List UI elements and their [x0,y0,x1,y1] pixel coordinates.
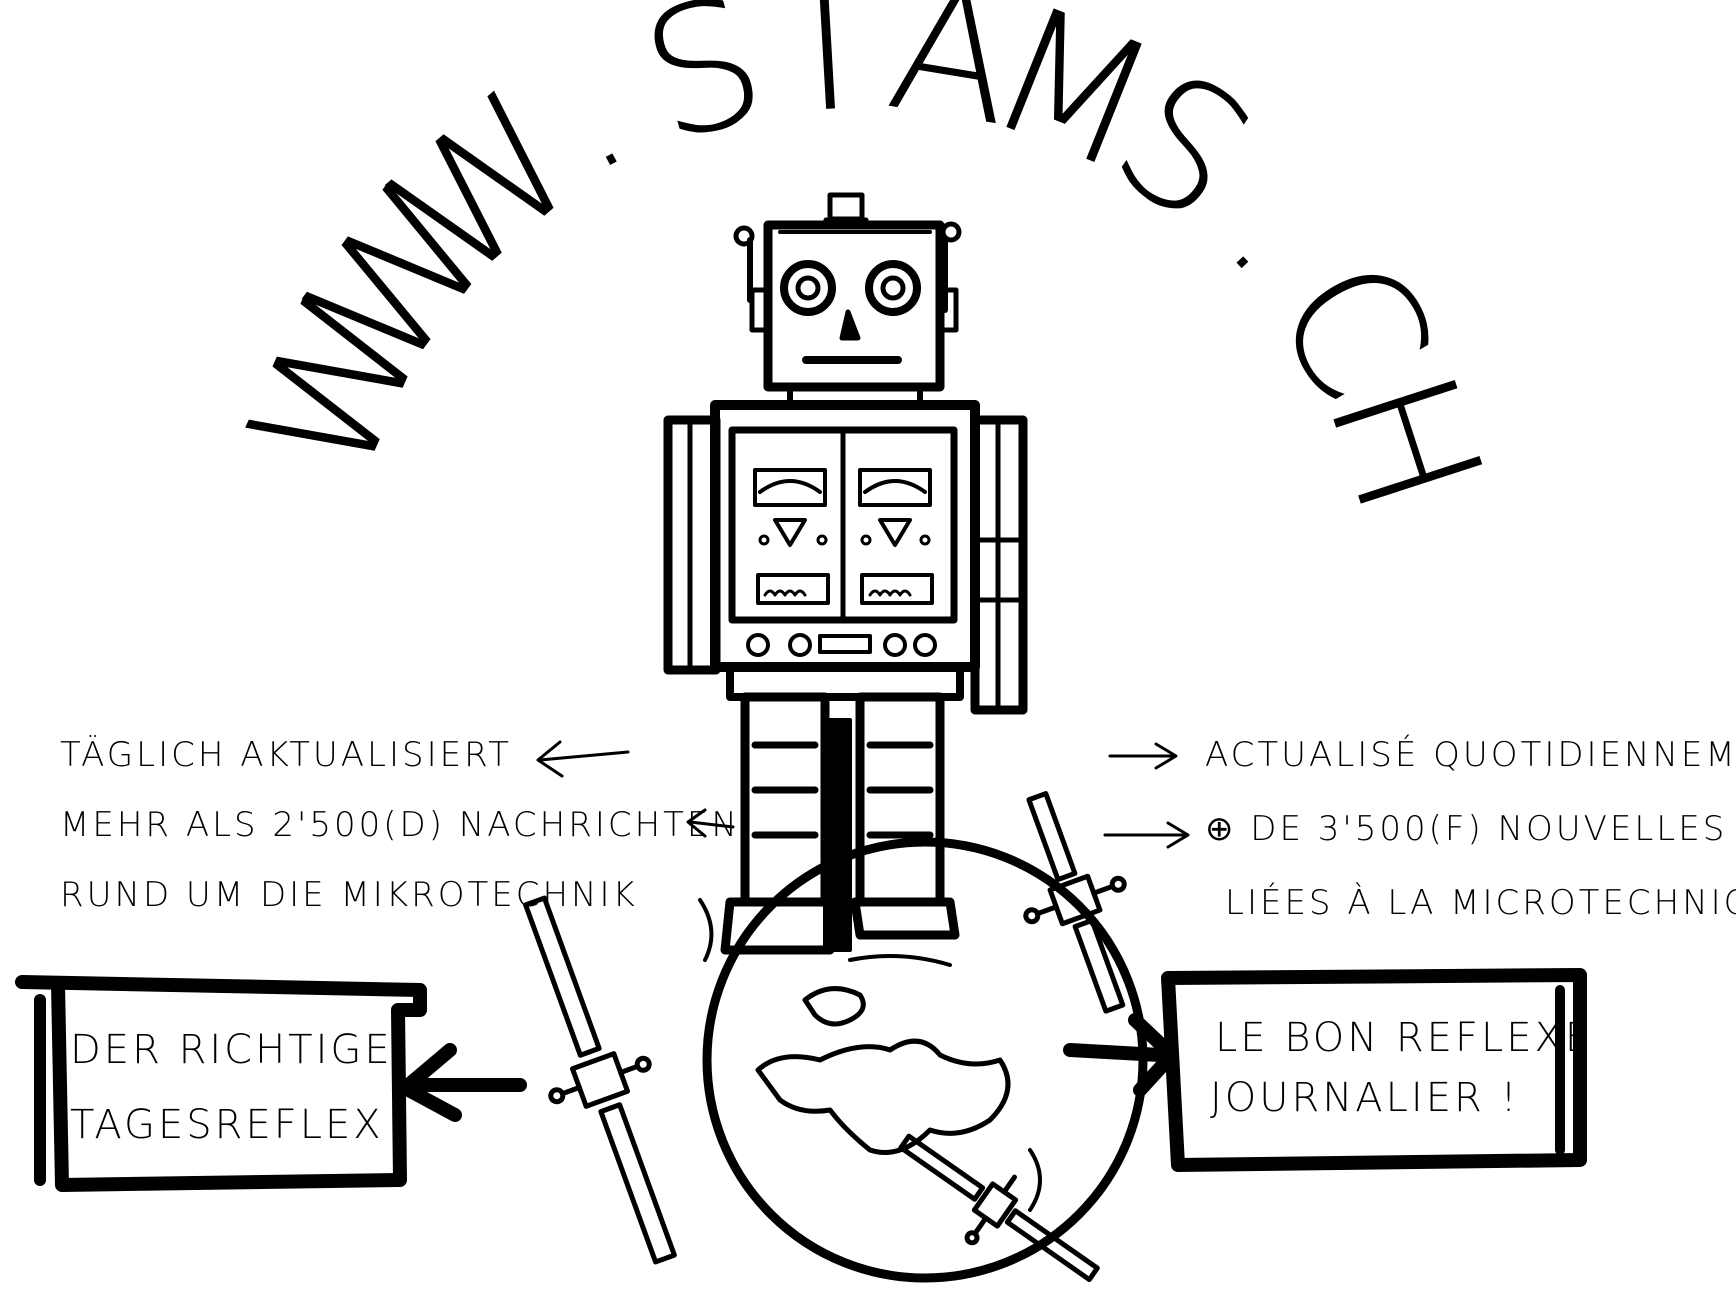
right-note-line3: LIÉES À LA MICROTECHNIQUE [1225,883,1736,923]
arrow-right-icon [1063,1013,1179,1097]
left-note-line3: RUND UM DIE MIKROTECHNIK [60,875,638,915]
left-note-line1: TÄGLICH AKTUALISIERT [60,735,513,775]
left-note-line2: MEHR ALS 2'500(D) NACHRICHTEN [60,805,740,845]
arrow-left-icon [536,740,735,838]
right-note-line2: ⊕ DE 3'500(F) NOUVELLES [1205,809,1728,849]
satellite-icon [523,791,1127,1283]
title-letter: S [623,0,785,183]
right-note-line1: ACTUALISÉ QUOTIDIENNEMENT [1205,735,1736,775]
robot-icon [663,192,1028,955]
arrow-right-icon [1103,742,1190,849]
left-box-line1: DER RICHTIGE [70,1027,393,1073]
arrow-left-icon [398,1043,527,1122]
right-box-line1: LE BON REFLEXE [1215,1015,1594,1061]
left-box-line2: TAGESREFLEX [70,1102,384,1148]
right-box-frame [1161,968,1587,1172]
title-letter: I [796,0,859,152]
left-box-frame [15,975,427,1192]
globe-icon [698,837,1148,1283]
right-box-line2: JOURNALIER ! [1210,1075,1520,1121]
